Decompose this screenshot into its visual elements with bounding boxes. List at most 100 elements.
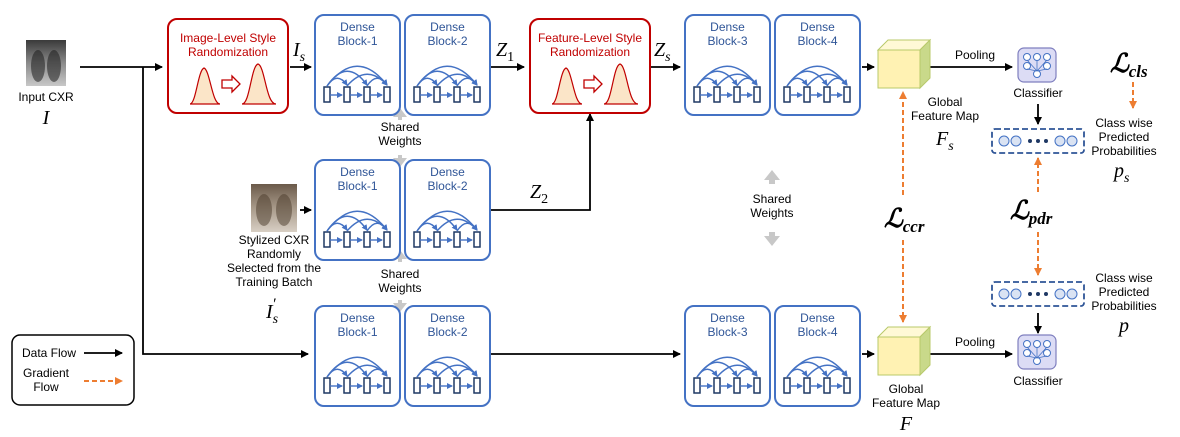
global-bottom-line-1: Global <box>889 382 924 396</box>
svg-text:Block-4: Block-4 <box>797 325 837 339</box>
data-flow-arrows <box>80 63 1042 358</box>
pooling-bottom-label: Pooling <box>955 335 995 349</box>
distribution-curve-c <box>551 67 583 105</box>
var-ps: ps <box>1112 160 1130 186</box>
svg-text:Block-2: Block-2 <box>427 179 467 193</box>
global-top-line-2: Feature Map <box>911 109 979 123</box>
transform-arrow-icon <box>221 74 241 94</box>
shared-arrow-down-1 <box>393 155 407 167</box>
shared-arrow-down-3 <box>764 232 780 246</box>
distribution-curve-d <box>603 63 639 105</box>
dense-block-mid-2: Dense Block-2 <box>404 159 491 261</box>
shared-weights-2-line-1: Shared <box>381 267 420 281</box>
feature-style-randomization-box: Feature-Level Style Randomization <box>529 18 651 114</box>
probs-top-line-3: Probabilities <box>1091 144 1156 158</box>
svg-text:Block-1: Block-1 <box>337 325 377 339</box>
svg-text:Dense: Dense <box>430 20 465 34</box>
shared-weights-1-line-2: Weights <box>378 134 421 148</box>
svg-text:Dense: Dense <box>340 20 375 34</box>
classifier-top-icon <box>1017 47 1057 83</box>
dense-block-top-3: Dense Block-3 <box>684 14 771 116</box>
shared-weights-1-line-1: Shared <box>381 120 420 134</box>
stylized-line-4: Training Batch <box>236 275 313 289</box>
transform-arrow-icon <box>583 74 603 94</box>
svg-text:Block-3: Block-3 <box>707 34 747 48</box>
loss-pdr: ℒpdr <box>1010 196 1053 228</box>
input-cxr-label: Input CXR <box>18 90 74 104</box>
feature-style-line-2: Randomization <box>550 45 630 59</box>
shared-arrow-up-1 <box>393 108 407 120</box>
stylized-symbol: Is′ <box>265 296 279 327</box>
probs-top-line-2: Predicted <box>1099 130 1150 144</box>
pooling-top-label: Pooling <box>955 48 995 62</box>
global-feature-map-bottom <box>876 325 932 377</box>
arrow-input-down-branch <box>142 67 309 358</box>
loss-cls: ℒcls <box>1110 49 1148 81</box>
shared-arrow-down-2 <box>393 300 407 312</box>
stylized-line-1: Stylized CXR <box>239 233 310 247</box>
arrow-z2-up-to-feature-style <box>490 113 594 211</box>
legend-data-flow-label: Data Flow <box>22 346 76 360</box>
svg-text:Dense: Dense <box>430 311 465 325</box>
input-symbol: I <box>42 107 51 129</box>
svg-text:Block-1: Block-1 <box>337 34 377 48</box>
dense-block-top-1: Dense Block-1 <box>314 14 401 116</box>
image-style-randomization-box: Image-Level Style Randomization <box>167 18 289 114</box>
global-feature-map-top <box>876 38 932 90</box>
dense-block-bottom-1: Dense Block-1 <box>314 305 401 407</box>
dense-block-bottom-3: Dense Block-3 <box>684 305 771 407</box>
var-f: F <box>899 413 913 435</box>
dense-block-top-2: Dense Block-2 <box>404 14 491 116</box>
feature-style-line-1: Feature-Level Style <box>538 31 642 45</box>
global-top-line-1: Global <box>928 95 963 109</box>
probs-bottom-line-1: Class wise <box>1095 271 1153 285</box>
probs-bottom-line-3: Probabilities <box>1091 299 1156 313</box>
legend-gradient-line-1: Gradient <box>23 366 70 380</box>
input-cxr: Input CXR I <box>18 40 74 129</box>
loss-ccr: ℒccr <box>884 204 925 236</box>
var-fs: Fs <box>935 128 954 154</box>
svg-text:Block-3: Block-3 <box>707 325 747 339</box>
svg-text:Dense: Dense <box>800 311 835 325</box>
svg-text:Dense: Dense <box>430 165 465 179</box>
var-is: Is <box>292 39 306 65</box>
stylized-cxr: Stylized CXR Randomly Selected from the … <box>227 184 321 327</box>
shared-weights-2-line-2: Weights <box>378 281 421 295</box>
stylized-line-3: Selected from the <box>227 261 321 275</box>
image-style-line-1: Image-Level Style <box>180 31 276 45</box>
classifier-bottom-label: Classifier <box>1013 374 1062 388</box>
svg-text:Dense: Dense <box>800 20 835 34</box>
classifier-top-label: Classifier <box>1013 86 1062 100</box>
distribution-curve-a <box>189 67 221 105</box>
shared-weights-3-line-2: Weights <box>750 206 793 220</box>
svg-text:Block-2: Block-2 <box>427 325 467 339</box>
legend-gradient-line-2: Flow <box>33 380 59 394</box>
classifier-bottom-icon <box>1017 334 1057 370</box>
svg-text:Block-4: Block-4 <box>797 34 837 48</box>
shared-arrow-up-3 <box>764 170 780 184</box>
probability-vector-top <box>991 128 1085 154</box>
dense-block-mid-1: Dense Block-1 <box>314 159 401 261</box>
gradient-flow-arrows <box>899 82 1137 323</box>
var-z2: Z2 <box>530 181 548 207</box>
shared-weights-3-line-1: Shared <box>753 192 792 206</box>
svg-text:Dense: Dense <box>710 311 745 325</box>
svg-text:Dense: Dense <box>340 165 375 179</box>
var-z1: Z1 <box>496 39 514 65</box>
dense-block-bottom-2: Dense Block-2 <box>404 305 491 407</box>
svg-text:Dense: Dense <box>710 20 745 34</box>
image-style-line-2: Randomization <box>188 45 268 59</box>
svg-text:Dense: Dense <box>340 311 375 325</box>
distribution-curve-b <box>241 63 277 105</box>
dense-block-bottom-4: Dense Block-4 <box>774 305 861 407</box>
svg-text:Block-2: Block-2 <box>427 34 467 48</box>
probs-top-line-1: Class wise <box>1095 116 1153 130</box>
stylized-line-2: Randomly <box>247 247 301 261</box>
svg-text:Block-1: Block-1 <box>337 179 377 193</box>
global-bottom-line-2: Feature Map <box>872 396 940 410</box>
dense-block-top-4: Dense Block-4 <box>774 14 861 116</box>
var-zs: Zs <box>654 39 671 65</box>
legend: Data Flow Gradient Flow <box>11 334 135 406</box>
var-p: p <box>1117 315 1129 337</box>
